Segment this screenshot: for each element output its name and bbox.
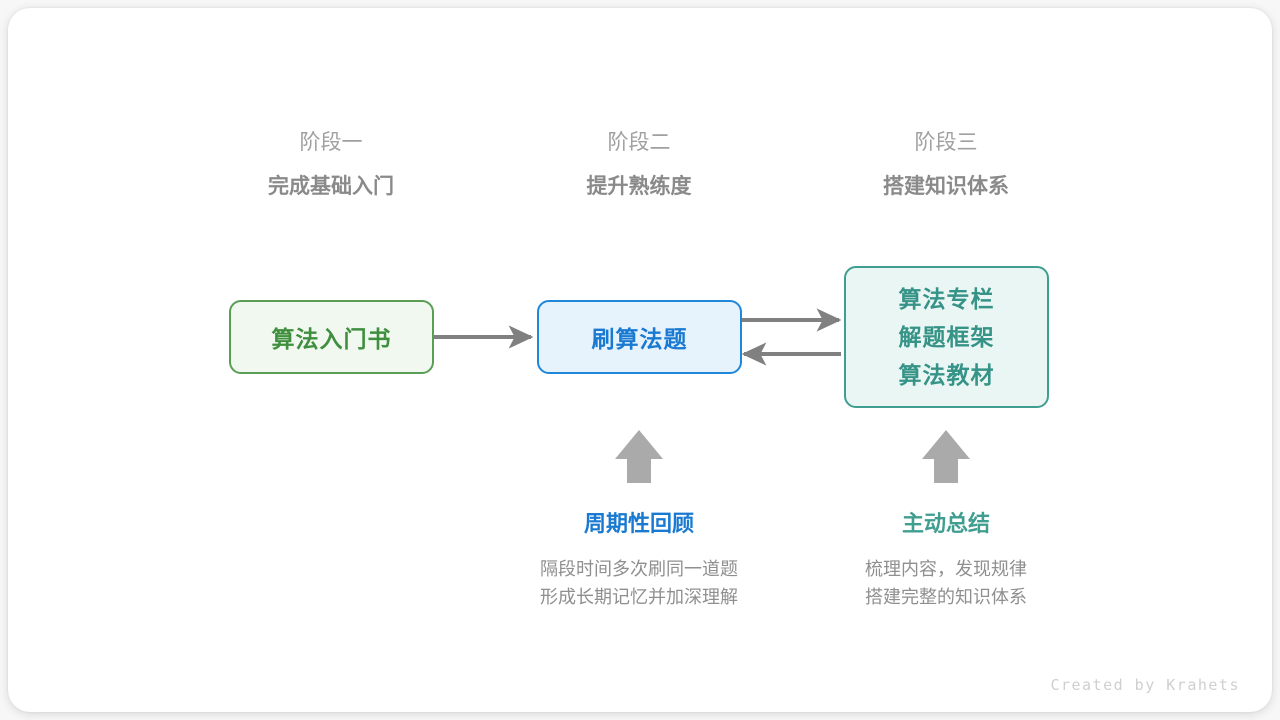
- stage-number-2: 阶段二: [607, 131, 671, 154]
- node-resources-line-3: 算法教材: [898, 362, 995, 388]
- note-review-body-line-1: 隔段时间多次刷同一道题: [540, 559, 738, 579]
- stage-title-1: 完成基础入门: [268, 175, 394, 198]
- note-summary-body-line-2: 搭建完整的知识体系: [865, 587, 1027, 607]
- stage-title-2: 提升熟练度: [586, 175, 692, 198]
- stage-header-1: 阶段一 完成基础入门: [201, 128, 461, 204]
- note-review: 周期性回顾 隔段时间多次刷同一道题 形成长期记忆并加深理解: [489, 509, 789, 611]
- node-resources[interactable]: 算法专栏 解题框架 算法教材: [844, 266, 1049, 408]
- note-review-body-line-2: 形成长期记忆并加深理解: [540, 587, 738, 607]
- note-summary: 主动总结 梳理内容，发现规律 搭建完整的知识体系: [796, 509, 1096, 611]
- node-resources-line-2: 解题框架: [898, 324, 995, 350]
- watermark: Created by Krahets: [1050, 676, 1240, 694]
- stage-header-2: 阶段二 提升熟练度: [509, 128, 769, 204]
- node-intro-book[interactable]: 算法入门书: [229, 300, 434, 374]
- node-practice-line-1: 刷算法题: [591, 326, 688, 352]
- stage-number-3: 阶段三: [914, 131, 978, 154]
- stage-title-3: 搭建知识体系: [883, 175, 1009, 198]
- note-summary-body-line-1: 梳理内容，发现规律: [865, 559, 1027, 579]
- note-summary-title: 主动总结: [901, 511, 990, 536]
- node-practice[interactable]: 刷算法题: [537, 300, 742, 374]
- node-resources-line-1: 算法专栏: [898, 286, 995, 312]
- note-review-title: 周期性回顾: [583, 511, 694, 536]
- node-intro-book-line-1: 算法入门书: [271, 326, 392, 352]
- stage-header-3: 阶段三 搭建知识体系: [816, 128, 1076, 204]
- stage-number-1: 阶段一: [299, 131, 363, 154]
